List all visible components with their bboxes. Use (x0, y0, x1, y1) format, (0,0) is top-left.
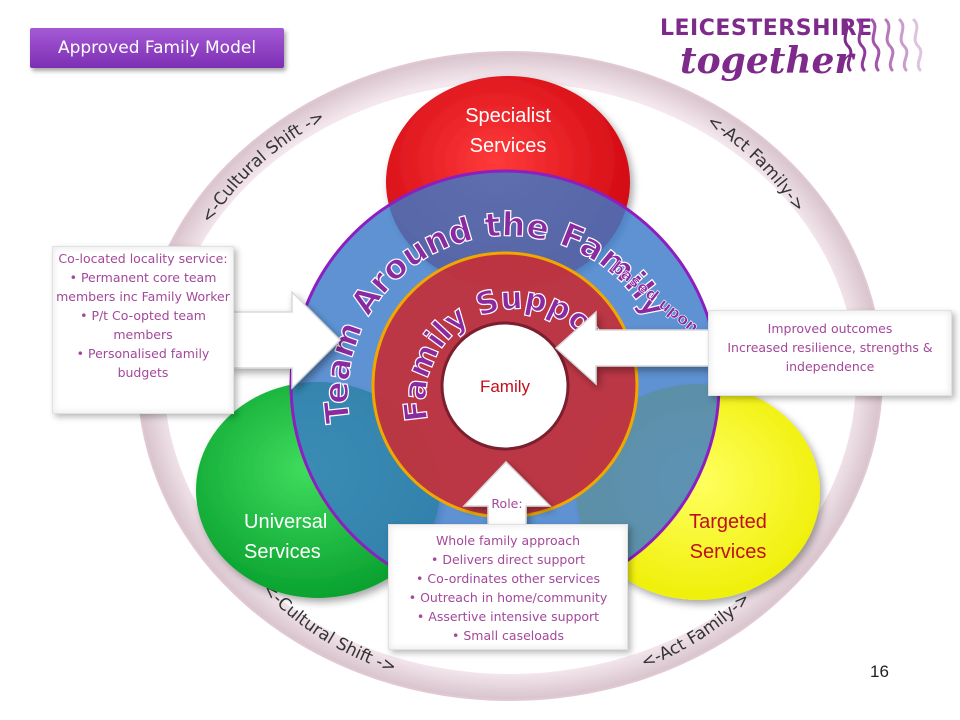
specialist-label-line1: Specialist (465, 105, 551, 127)
role-box: Whole family approach Delivers direct su… (388, 524, 628, 650)
list-item: Small caseloads (389, 626, 627, 645)
title-badge: Approved Family Model (30, 28, 284, 68)
locality-service-box: Co-located locality service: Permanent c… (52, 246, 234, 414)
list-item: P/t Co-opted team members (53, 306, 233, 344)
outcomes-line1: Improved outcomes (767, 321, 893, 336)
specialist-label-line2: Services (470, 135, 547, 157)
role-heading: Whole family approach (435, 533, 581, 548)
page-number: 16 (870, 662, 889, 681)
role-label: Role: (491, 496, 523, 511)
family-label: Family (480, 377, 531, 396)
outcomes-line2: Increased resilience, strengths & indepe… (727, 340, 933, 374)
universal-label-line1: Universal (244, 511, 327, 533)
outcomes-box: Improved outcomes Increased resilience, … (708, 310, 952, 396)
list-item: Delivers direct support (389, 550, 627, 569)
locality-heading: Co-located locality service: (58, 251, 228, 266)
logo-waves-icon (842, 18, 923, 72)
list-item: Assertive intensive support (389, 607, 627, 626)
family-circle (440, 321, 570, 451)
targeted-label-line2: Services (690, 541, 767, 563)
list-item: Co-ordinates other services (389, 569, 627, 588)
logo-sub-text: together (680, 40, 854, 82)
list-item: Permanent core team members inc Family W… (53, 268, 233, 306)
arrow-right-icon (231, 290, 342, 390)
targeted-label-line1: Targeted (689, 511, 767, 533)
role-list: Delivers direct support Co-ordinates oth… (389, 550, 627, 645)
universal-label-line2: Services (244, 541, 321, 563)
logo-main-text: LEICESTERSHIRE (660, 16, 873, 41)
locality-list: Permanent core team members inc Family W… (53, 268, 233, 382)
list-item: Personalised family budgets (53, 344, 233, 382)
list-item: Outreach in home/community (389, 588, 627, 607)
arrow-left-icon (554, 310, 713, 386)
